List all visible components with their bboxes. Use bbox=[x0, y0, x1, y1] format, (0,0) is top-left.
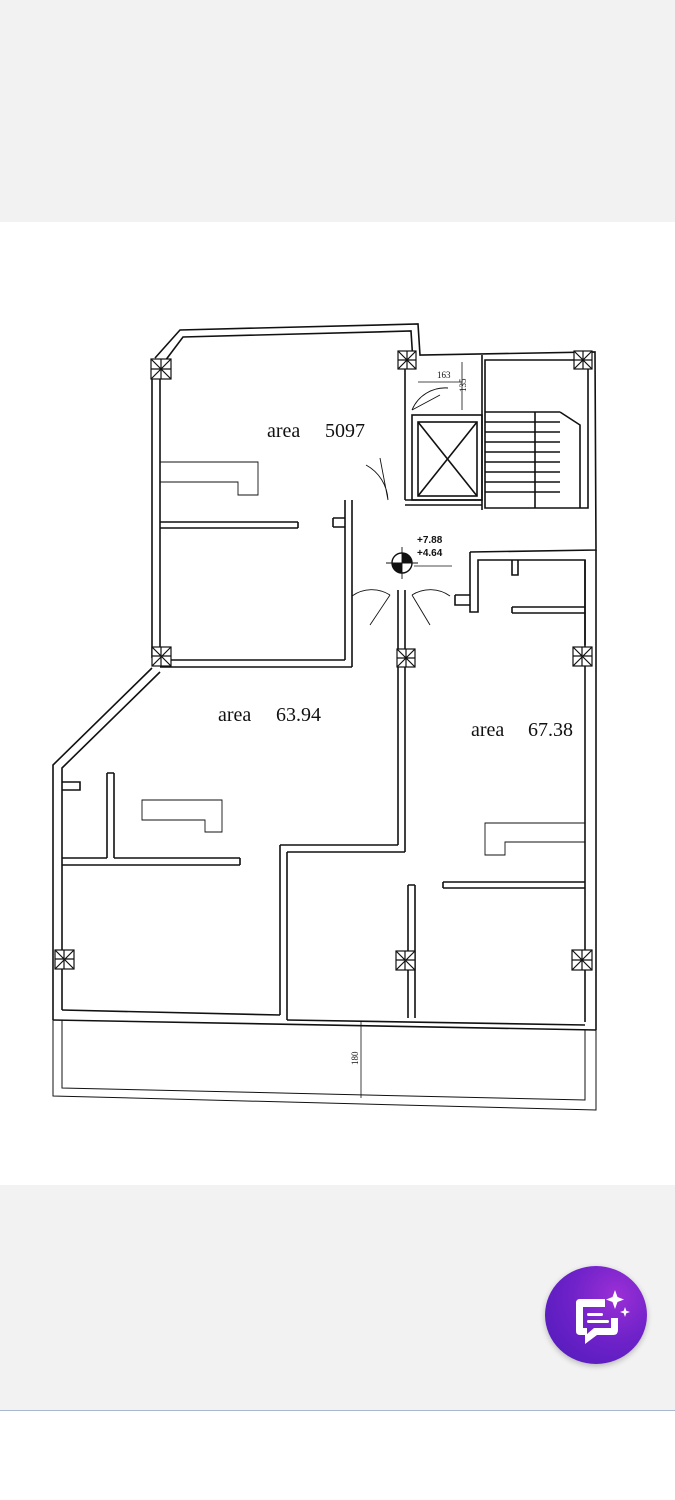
counter-2 bbox=[141, 799, 223, 833]
column-9 bbox=[571, 949, 593, 971]
wall-stub-1 bbox=[332, 517, 345, 528]
balcony-inner bbox=[61, 1020, 586, 1101]
column-7 bbox=[54, 949, 75, 970]
door-swing-4 bbox=[411, 589, 451, 626]
column-5 bbox=[396, 648, 416, 668]
wall-diagonal-outer bbox=[52, 667, 153, 1020]
ai-chat-button[interactable] bbox=[545, 1266, 647, 1364]
column-1 bbox=[150, 358, 172, 380]
wall-partition-3 bbox=[62, 772, 241, 866]
wall-stub-4 bbox=[62, 781, 81, 791]
dimension-163: 163 bbox=[437, 370, 451, 380]
footer-area bbox=[0, 1411, 675, 1500]
top-gray-band bbox=[0, 0, 675, 222]
wall-unit-south bbox=[61, 1009, 586, 1026]
level-upper: +7.88 bbox=[417, 535, 443, 546]
room-area-2: 63.94 bbox=[276, 704, 321, 726]
wall-partition-4 bbox=[442, 881, 585, 889]
wall-corridor-mid bbox=[397, 590, 406, 852]
dimension-180: 180 bbox=[350, 1051, 360, 1065]
columns bbox=[54, 350, 593, 971]
elevator-cross bbox=[417, 421, 478, 497]
bottom-divider bbox=[0, 1410, 675, 1411]
wall-building-south bbox=[52, 1019, 597, 1031]
wall-top-unit-outer bbox=[154, 323, 597, 553]
wall-stub-3 bbox=[454, 594, 470, 606]
column-8 bbox=[395, 950, 416, 971]
balcony-outline bbox=[52, 1020, 597, 1111]
ai-chat-sparkle-icon bbox=[576, 1290, 630, 1344]
dimension-135: 135 bbox=[458, 378, 468, 392]
door-swing-2 bbox=[365, 457, 389, 501]
wall-corridor-1 bbox=[344, 500, 353, 667]
wall-stub-2 bbox=[511, 560, 519, 576]
column-2 bbox=[397, 350, 417, 370]
core-walls bbox=[404, 355, 483, 510]
wall-partition-1 bbox=[160, 521, 299, 529]
door-swing-3 bbox=[351, 589, 391, 626]
wall-diagonal-inner bbox=[61, 671, 161, 1010]
counter-3 bbox=[484, 822, 585, 856]
wall-mid-south bbox=[279, 844, 405, 1020]
wall-top-unit-inner bbox=[161, 330, 414, 366]
column-4 bbox=[151, 646, 172, 667]
room-label-1: area bbox=[267, 420, 300, 442]
wall-corridor-east bbox=[469, 552, 586, 645]
stair-outline bbox=[484, 359, 589, 509]
room-area-3: 67.38 bbox=[528, 719, 573, 741]
room-label-2: area bbox=[218, 704, 251, 726]
counter-1 bbox=[160, 461, 259, 496]
wall-partition-2 bbox=[511, 606, 585, 614]
level-marker-icon bbox=[386, 547, 452, 579]
room-label-3: area bbox=[471, 719, 504, 741]
level-lower: +4.64 bbox=[417, 548, 443, 559]
elevator-car bbox=[417, 421, 478, 497]
door-swing-1 bbox=[411, 387, 449, 411]
room-area-1: 5097 bbox=[325, 420, 365, 442]
column-6 bbox=[572, 646, 593, 667]
column-3 bbox=[573, 350, 593, 370]
stair-steps bbox=[485, 411, 581, 508]
wall-top-unit-south bbox=[160, 659, 352, 668]
